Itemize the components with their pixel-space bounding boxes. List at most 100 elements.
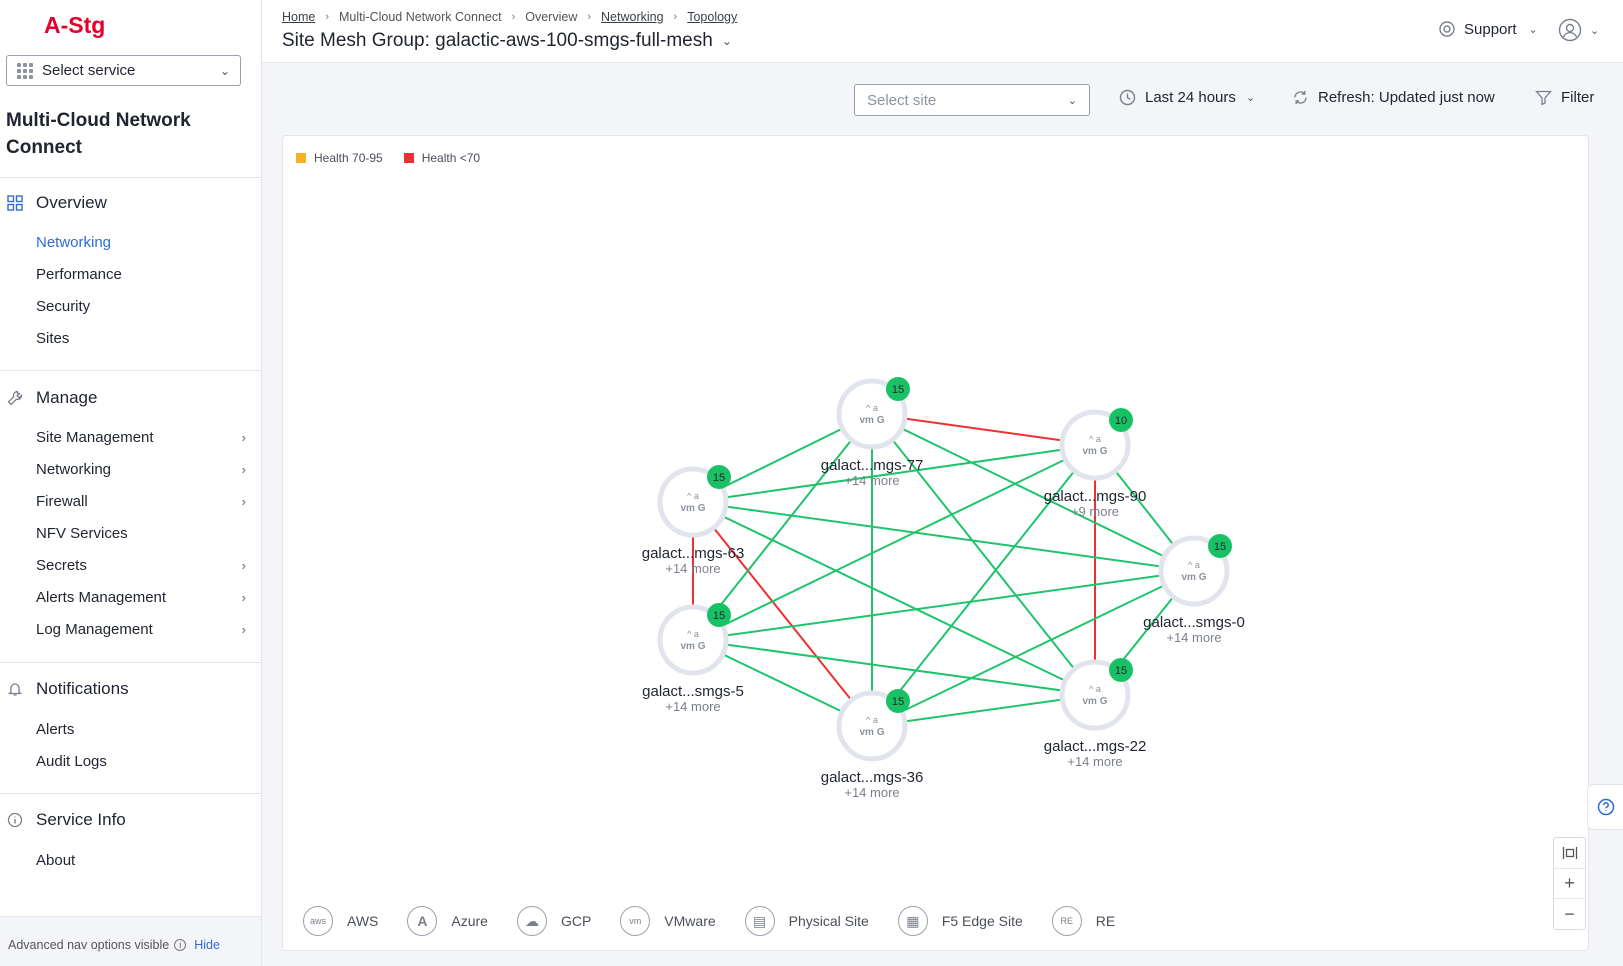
nav-audit-logs[interactable]: Audit Logs	[36, 753, 246, 770]
chevron-down-icon: ⌄	[219, 63, 230, 78]
refresh-button[interactable]: Refresh: Updated just now	[1292, 89, 1495, 106]
multi-cloud-icon: ^ a	[1089, 434, 1101, 444]
site-node-ring	[1059, 659, 1131, 731]
nav-label: Alerts	[36, 721, 75, 738]
nav-firewall[interactable]: Firewall›	[36, 493, 246, 510]
site-node-label: galact...smgs-5	[642, 683, 744, 700]
info-icon[interactable]: i	[174, 939, 187, 951]
legend-swatch	[296, 153, 306, 163]
link-n90-n5[interactable]	[692, 444, 1096, 641]
nav-site-management[interactable]: Site Management ›	[36, 429, 246, 446]
zoom-in-button[interactable]: +	[1554, 867, 1585, 899]
nav-secrets[interactable]: Secrets›	[36, 557, 246, 574]
site-count-badge	[1208, 534, 1232, 558]
link-n0-n5[interactable]	[692, 570, 1195, 641]
chevron-down-icon: ⌄	[721, 34, 732, 48]
nav-manage-networking[interactable]: Networking›	[36, 461, 246, 478]
nav-about[interactable]: About	[36, 852, 246, 869]
link-n5-n22[interactable]	[692, 639, 1096, 696]
nav-performance[interactable]: Performance	[36, 266, 246, 283]
support-label: Support	[1464, 20, 1517, 38]
nav-nfv-services[interactable]: NFV Services	[36, 525, 246, 542]
nav-label: Site Management	[36, 429, 154, 446]
time-range-label: Last 24 hours	[1145, 89, 1236, 106]
link-n90-n63[interactable]	[692, 444, 1096, 503]
account-menu[interactable]: ⌄	[1558, 18, 1599, 42]
site-node-more: +14 more	[665, 561, 720, 576]
site-node-label: galact...smgs-0	[1143, 614, 1245, 631]
chevron-right-icon: ›	[241, 430, 246, 445]
select-service-dropdown[interactable]: Select service ⌄	[6, 55, 241, 86]
site-count-text: 15	[892, 384, 904, 396]
site-type-label: RE	[1095, 913, 1116, 929]
link-n77-n5[interactable]	[692, 413, 873, 641]
site-node-label: galact...mgs-77	[821, 457, 924, 474]
link-n63-n0[interactable]	[692, 501, 1195, 572]
legend-item-health-below-70: Health <70	[403, 151, 480, 165]
section-notifications[interactable]: Notifications	[6, 679, 129, 699]
link-n0-n36[interactable]	[871, 570, 1195, 727]
breadcrumb-overview: Overview	[525, 10, 578, 24]
select-site-dropdown[interactable]: Select site ⌄	[854, 84, 1090, 116]
section-manage[interactable]: Manage	[6, 388, 97, 408]
breadcrumb-networking[interactable]: Networking	[601, 10, 664, 24]
chevron-right-icon: ›	[241, 558, 246, 573]
nav-log-management[interactable]: Log Management›	[36, 621, 246, 638]
section-manage-label: Manage	[36, 388, 98, 407]
breadcrumb-topology[interactable]: Topology	[687, 10, 738, 24]
link-n63-n22[interactable]	[692, 501, 1096, 696]
breadcrumb-home[interactable]: Home	[282, 10, 316, 24]
lifebuoy-icon	[1439, 21, 1455, 37]
refresh-label: Refresh: Updated just now	[1318, 89, 1495, 106]
multi-cloud-icon: ^ a	[1089, 684, 1101, 694]
sidebar: A-Stg Select service ⌄ Multi-Cloud Netwo…	[0, 0, 262, 966]
fit-to-screen-button[interactable]	[1554, 838, 1585, 868]
nav-sites[interactable]: Sites	[36, 330, 246, 347]
server-icon: ▤	[744, 906, 775, 936]
nav-label: About	[36, 852, 76, 869]
site-count-text: 15	[713, 472, 725, 484]
nav-alerts[interactable]: Alerts	[36, 721, 246, 738]
section-overview[interactable]: Overview	[6, 193, 107, 213]
site-node-more: +14 more	[665, 699, 720, 714]
help-button[interactable]	[1587, 784, 1623, 830]
brand-logo[interactable]: A-Stg	[44, 12, 106, 38]
nav-overview-networking[interactable]: Networking	[36, 234, 246, 251]
link-n22-n36[interactable]	[871, 694, 1096, 727]
site-node-label: galact...mgs-63	[642, 545, 745, 562]
hide-advanced-nav-link[interactable]: Hide	[194, 938, 220, 952]
site-type-label: VMware	[664, 913, 716, 929]
page-title-dropdown[interactable]: Site Mesh Group: galactic-aws-100-smgs-f…	[282, 30, 732, 52]
topology-panel	[282, 135, 1589, 951]
minus-icon: −	[1564, 903, 1575, 924]
link-n90-n36[interactable]	[871, 444, 1096, 727]
link-n77-n0[interactable]	[871, 413, 1195, 572]
support-menu[interactable]: Support ⌄	[1438, 20, 1538, 38]
multi-cloud-icon: ^ a	[866, 715, 878, 725]
chevron-down-icon: ⌄	[1067, 94, 1077, 107]
zoom-out-button[interactable]: −	[1554, 898, 1585, 929]
section-service-info[interactable]: Service Info	[6, 810, 126, 830]
nav-label: Networking	[36, 461, 112, 478]
nav-alerts-management[interactable]: Alerts Management›	[36, 589, 246, 606]
link-n63-n36[interactable]	[692, 501, 873, 727]
vmware-gcp-icon: vm G	[1082, 696, 1107, 707]
fit-icon	[1562, 846, 1577, 859]
link-n77-n90[interactable]	[871, 413, 1096, 446]
filter-button[interactable]: Filter	[1535, 89, 1594, 106]
time-range-dropdown[interactable]: Last 24 hours ⌄	[1119, 89, 1255, 106]
nav-security[interactable]: Security	[36, 298, 246, 315]
page-title: Site Mesh Group: galactic-aws-100-smgs-f…	[282, 30, 713, 51]
section-overview-label: Overview	[36, 193, 107, 212]
nav-label: Networking	[36, 234, 112, 251]
link-n77-n22[interactable]	[871, 413, 1096, 696]
